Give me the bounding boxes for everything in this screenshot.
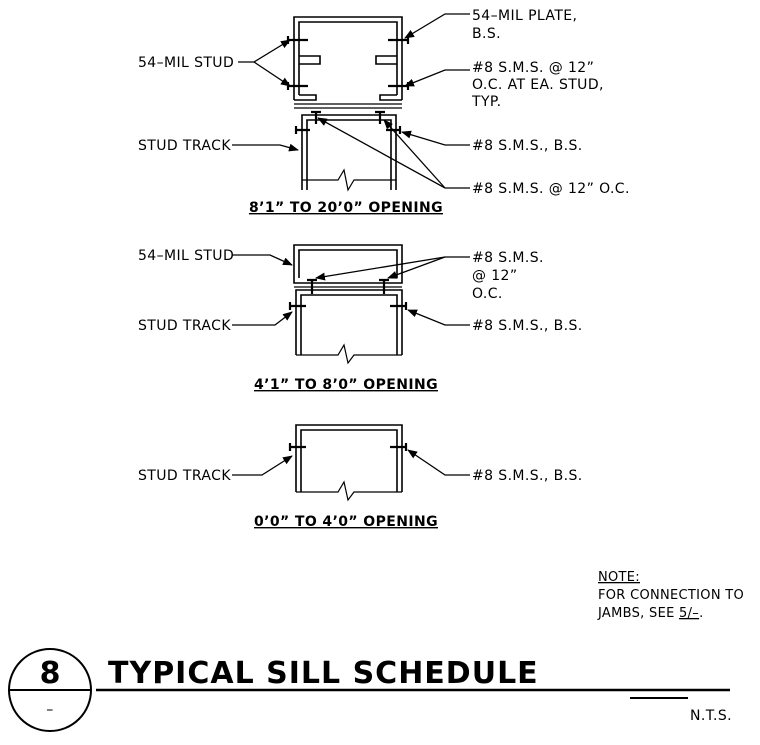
stud-track-label: STUD TRACK [138, 318, 231, 334]
detail-number: 8 [40, 656, 61, 691]
detail-2-section [232, 244, 470, 365]
detail-1-title: 8’1” TO 20’0” OPENING [249, 200, 443, 216]
note-line-2: JAMBS, SEE 5/–. [597, 606, 704, 621]
note-line-1: FOR CONNECTION TO [598, 588, 744, 603]
drawing-title: TYPICAL SILL SCHEDULE [108, 656, 539, 691]
stud-label: 54–MIL STUD [138, 55, 234, 71]
detail-3-title: 0’0” TO 4’0” OPENING [254, 514, 438, 530]
stud-track-label: STUD TRACK [138, 138, 231, 154]
plate-label-line-1: 54–MIL PLATE, [472, 8, 577, 24]
stud-track-label: STUD TRACK [138, 468, 231, 484]
detail-1-section [232, 13, 470, 192]
sms-each-stud-line-2: O.C. AT EA. STUD, [472, 77, 604, 93]
screw-icon [288, 443, 408, 451]
detail-2-title: 4’1” TO 8’0” OPENING [254, 377, 438, 393]
sheet-reference-link[interactable]: 5/– [679, 606, 699, 621]
scale-label: N.T.S. [690, 708, 732, 724]
sms-oc-line-1: #8 S.M.S. [472, 250, 544, 266]
note-heading: NOTE: [598, 570, 640, 585]
detail-3-section [232, 424, 470, 502]
sms-each-stud-line-3: TYP. [471, 94, 501, 110]
sms-oc-line-2: @ 12” [472, 268, 518, 284]
sms-bs-label: #8 S.M.S., B.S. [472, 318, 583, 334]
sms-each-stud-line-1: #8 S.M.S. @ 12” [472, 60, 594, 76]
title-block [8, 648, 730, 732]
sheet-ref: – [46, 702, 53, 718]
sms-oc-label: #8 S.M.S. @ 12” O.C. [472, 181, 630, 197]
sms-bs-label: #8 S.M.S., B.S. [472, 468, 583, 484]
sms-bs-label: #8 S.M.S., B.S. [472, 138, 583, 154]
sms-oc-line-3: O.C. [472, 286, 503, 302]
plate-label-line-2: B.S. [472, 26, 501, 42]
stud-label: 54–MIL STUD [138, 248, 234, 264]
